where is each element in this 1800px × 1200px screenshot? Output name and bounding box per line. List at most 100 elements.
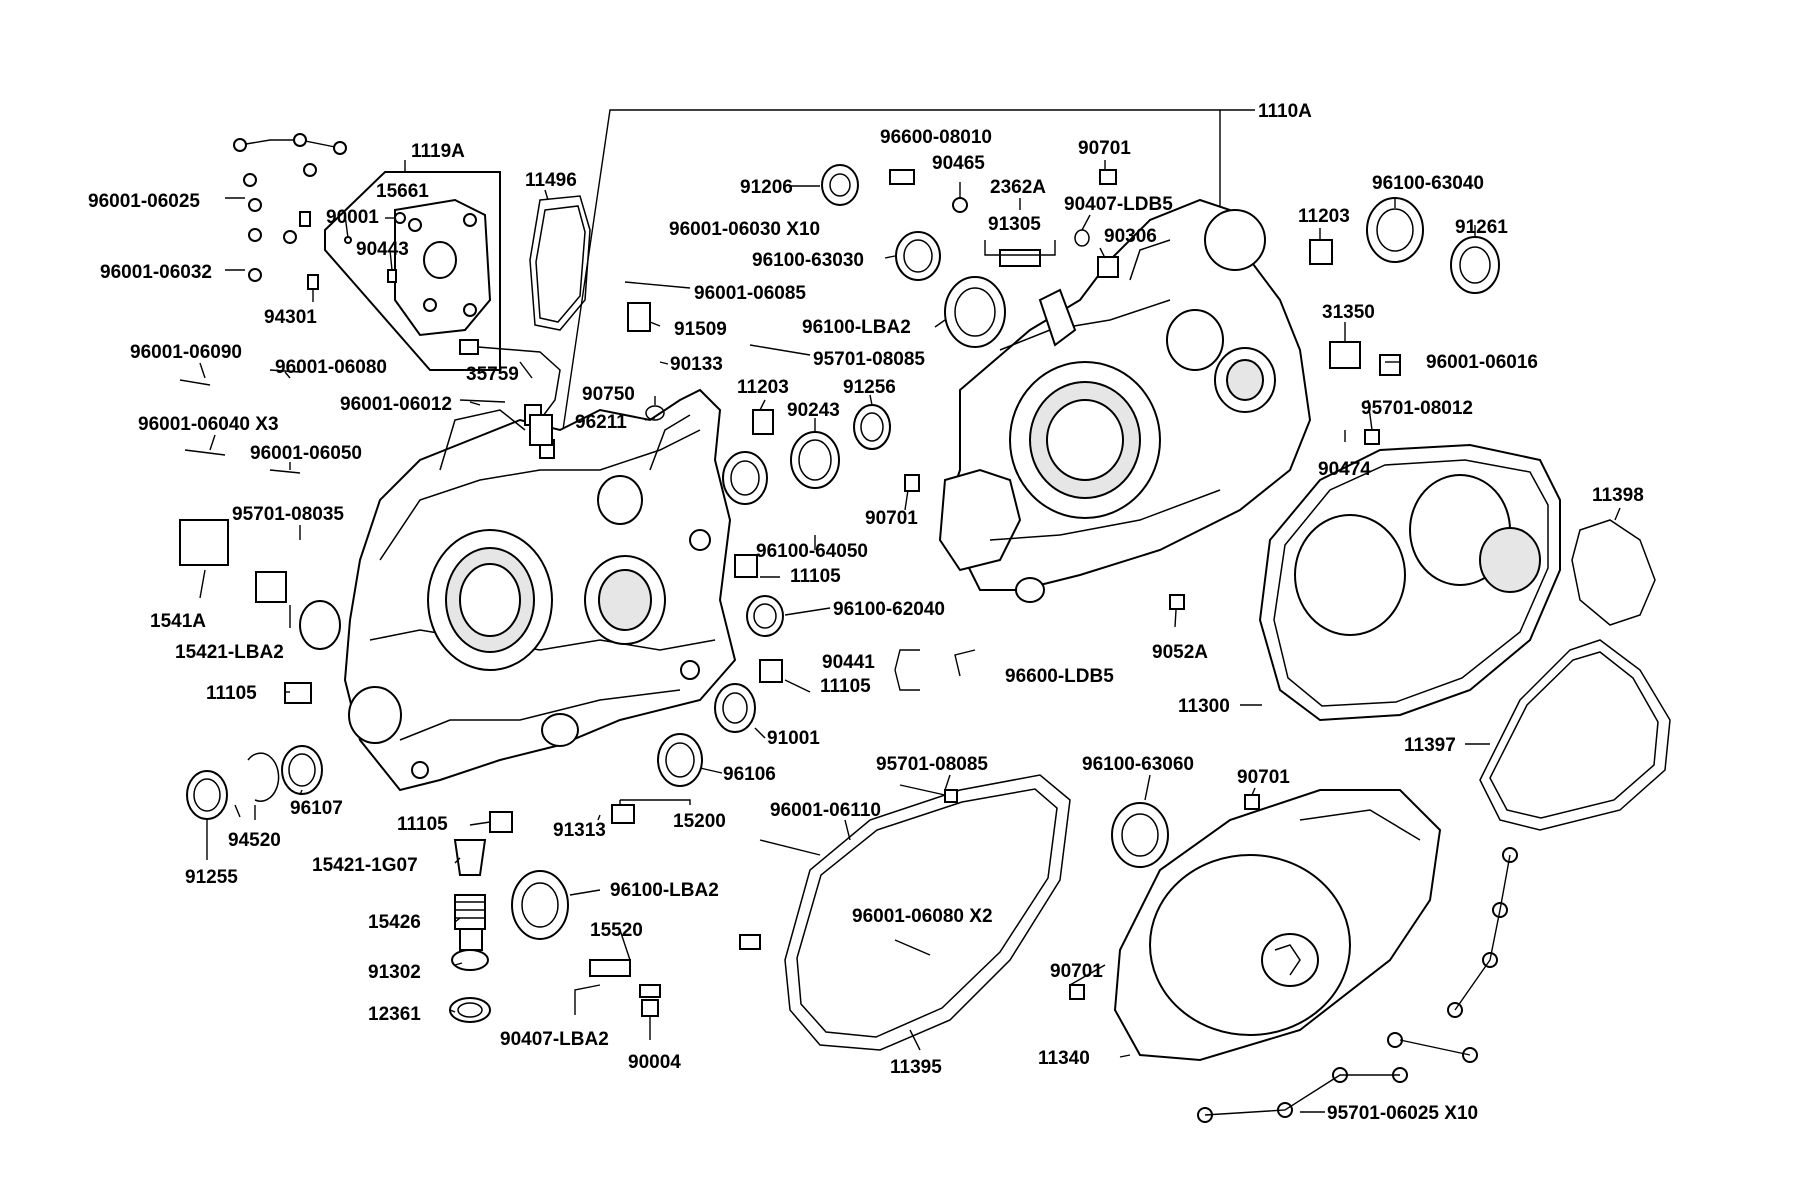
label-91261: 91261	[1455, 217, 1508, 238]
label-96001-06080: 96001-06080	[275, 357, 387, 378]
right-crankcase-drawing	[938, 198, 1312, 603]
label-96107: 96107	[290, 798, 343, 819]
label-11300: 11300	[1178, 696, 1230, 717]
label-11105-b: 11105	[820, 676, 871, 697]
label-96600-08010: 96600-08010	[880, 127, 992, 148]
label-95701-08085-a: 95701-08085	[813, 349, 925, 370]
label-15661: 15661	[376, 181, 429, 202]
clutch-cover-11340-drawing	[1113, 789, 1442, 1062]
label-91256: 91256	[843, 377, 896, 398]
label-11496: 11496	[525, 170, 577, 191]
label-1541A: 1541A	[150, 611, 206, 632]
label-90750: 90750	[582, 384, 635, 405]
label-95701-08085-b: 95701-08085	[876, 754, 988, 775]
label-15421-1G07: 15421-1G07	[312, 855, 418, 876]
label-96100-64050: 96100-64050	[756, 541, 868, 562]
label-15421-LBA2: 15421-LBA2	[175, 642, 284, 663]
label-11398: 11398	[1592, 485, 1644, 506]
label-90701-a: 90701	[1078, 138, 1131, 159]
bracket-1110A	[559, 109, 1255, 451]
label-15520: 15520	[590, 920, 643, 941]
label-96001-06080-x2: 96001-06080 X2	[852, 906, 993, 927]
label-94301: 94301	[264, 307, 317, 328]
label-96100-63060: 96100-63060	[1082, 754, 1194, 775]
label-1110A: 1110A	[1258, 101, 1312, 122]
label-91001: 91001	[767, 728, 820, 749]
label-96100-63040: 96100-63040	[1372, 173, 1484, 194]
label-96001-06032: 96001-06032	[100, 262, 212, 283]
label-11105-a: 11105	[790, 566, 841, 587]
label-96001-06030-x10: 96001-06030 X10	[669, 219, 820, 240]
label-11340: 11340	[1038, 1048, 1090, 1069]
label-96100-62040: 96100-62040	[833, 599, 945, 620]
label-90407-LDB5: 90407-LDB5	[1064, 194, 1173, 215]
label-90474: 90474	[1318, 459, 1371, 480]
label-90701-d: 90701	[1050, 961, 1103, 982]
cover-plate-1119A-drawing	[324, 171, 501, 371]
label-90701-b: 90701	[865, 508, 918, 529]
label-9052A: 9052A	[1152, 642, 1208, 663]
label-11397: 11397	[1404, 735, 1456, 756]
gasket-11496-drawing	[529, 195, 591, 331]
label-96001-06012: 96001-06012	[340, 394, 452, 415]
bearings-and-seals	[186, 164, 1500, 1023]
label-96001-06016: 96001-06016	[1426, 352, 1538, 373]
label-96001-06090: 96001-06090	[130, 342, 242, 363]
label-94520: 94520	[228, 830, 281, 851]
label-11203-b: 11203	[737, 377, 789, 398]
label-90443: 90443	[356, 239, 409, 260]
top-left-bolts	[233, 133, 347, 282]
label-96100-LBA2-b: 96100-LBA2	[610, 880, 719, 901]
label-90243: 90243	[787, 400, 840, 421]
gasket-11397-drawing	[1479, 639, 1671, 831]
label-95701-08035: 95701-08035	[232, 504, 344, 525]
label-96001-06050: 96001-06050	[250, 443, 362, 464]
label-15426: 15426	[368, 912, 421, 933]
label-90001: 90001	[326, 207, 379, 228]
label-91206: 91206	[740, 177, 793, 198]
label-11105-c: 11105	[206, 683, 257, 704]
label-96001-06085: 96001-06085	[694, 283, 806, 304]
label-90465: 90465	[932, 153, 985, 174]
bolts-and-pins	[179, 169, 1401, 1017]
label-90441: 90441	[822, 652, 875, 673]
label-96100-63030: 96100-63030	[752, 250, 864, 271]
label-96001-06040-x3: 96001-06040 X3	[138, 414, 279, 435]
label-90004: 90004	[628, 1052, 681, 1073]
cover-11300-drawing	[1258, 443, 1561, 722]
label-35759: 35759	[466, 364, 519, 385]
label-15200: 15200	[673, 811, 726, 832]
label-12361: 12361	[368, 1004, 421, 1025]
cover-bolts-row	[1197, 847, 1518, 1123]
label-91313: 91313	[553, 820, 606, 841]
label-1119A: 1119A	[411, 141, 465, 162]
leader-lines	[199, 160, 1621, 1113]
label-96001-06110: 96001-06110	[770, 800, 881, 821]
label-90133: 90133	[670, 354, 723, 375]
label-96211: 96211	[575, 412, 627, 433]
label-90701-c: 90701	[1237, 767, 1290, 788]
gasket-11398-drawing	[1571, 519, 1656, 626]
label-11395: 11395	[890, 1057, 942, 1078]
label-91302: 91302	[368, 962, 421, 983]
label-90306: 90306	[1104, 226, 1157, 247]
label-11105-d: 11105	[397, 814, 448, 835]
left-crankcase-drawing	[299, 388, 737, 792]
label-96100-LBA2-a: 96100-LBA2	[802, 317, 911, 338]
label-96001-06025: 96001-06025	[88, 191, 200, 212]
label-95701-08012: 95701-08012	[1361, 398, 1473, 419]
strainer-and-spring	[453, 839, 487, 930]
label-91255: 91255	[185, 867, 238, 888]
gasket-11395-drawing	[784, 774, 1071, 1051]
label-91305: 91305	[988, 214, 1041, 235]
label-2362A: 2362A	[990, 177, 1046, 198]
label-95701-06025-x10: 95701-06025 X10	[1327, 1103, 1478, 1124]
label-31350: 31350	[1322, 302, 1375, 323]
label-11203-a: 11203	[1298, 206, 1350, 227]
sensor-35759-drawing	[459, 339, 561, 446]
label-96600-LDB5: 96600-LDB5	[1005, 666, 1114, 687]
label-90407-LBA2: 90407-LBA2	[500, 1029, 609, 1050]
part-labels: 1110A 1119A 15661 90001 90443 11496 9600…	[88, 101, 1644, 1124]
